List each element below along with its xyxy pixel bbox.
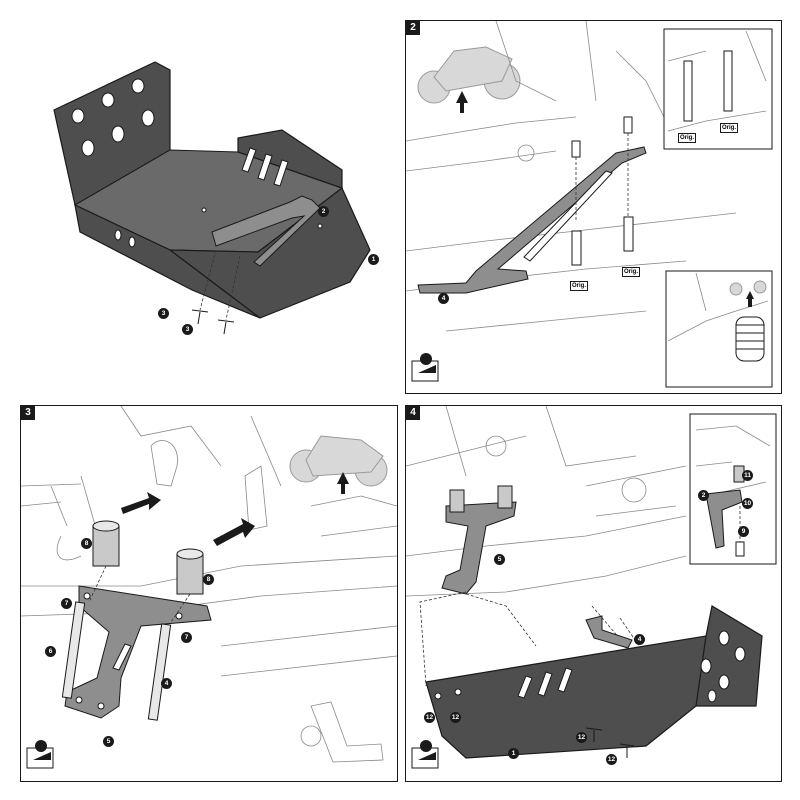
- callout-3: 3: [158, 308, 169, 319]
- callout-7-right: 7: [181, 632, 192, 643]
- orig-label-inset-right: Orig.: [720, 123, 739, 133]
- callout-12-mid: 12: [450, 712, 461, 723]
- orig-label-bolt-right: Orig.: [622, 267, 641, 277]
- callout-12-bottom-b: 12: [606, 754, 617, 765]
- callout-1: 1: [508, 748, 519, 759]
- callout-8-left: 8: [81, 538, 92, 549]
- callout-1: 1: [368, 254, 379, 265]
- callout-12-left: 12: [424, 712, 435, 723]
- step-number: 4: [406, 406, 420, 420]
- callout-6: 6: [45, 646, 56, 657]
- skid-plate-diagram: [53, 61, 371, 335]
- motorcycle-silhouette-icon: [417, 46, 521, 113]
- skid-plate-install-diagram: [406, 406, 777, 769]
- workshop-icon: [411, 353, 439, 382]
- workshop-icon: [411, 740, 439, 769]
- callout-11: 11: [742, 470, 753, 481]
- callout-5: 5: [494, 554, 505, 565]
- orig-label-inset-left: Orig.: [678, 133, 697, 143]
- callout-2: 2: [318, 206, 329, 217]
- callout-2: 2: [698, 490, 709, 501]
- callout-9: 9: [738, 526, 749, 537]
- step-number: 3: [21, 406, 35, 420]
- callout-3b: 3: [182, 324, 193, 335]
- callout-10: 10: [742, 498, 753, 509]
- panel-step-1: 1 2 3 3: [20, 20, 398, 390]
- panel-step-4: 4: [405, 405, 782, 782]
- callout-4: 4: [634, 634, 645, 645]
- workshop-icon: [26, 740, 54, 769]
- panel-step-2: 2: [405, 20, 782, 394]
- callout-8-right: 8: [203, 574, 214, 585]
- callout-4: 4: [438, 293, 449, 304]
- panel-step-3: 3: [20, 405, 398, 782]
- callout-7-left: 7: [61, 598, 72, 609]
- spacer-assembly-diagram: [21, 406, 397, 769]
- callout-4: 4: [161, 678, 172, 689]
- callout-5: 5: [103, 736, 114, 747]
- frame-bracket-diagram: [406, 21, 773, 388]
- callout-12-bottom-a: 12: [576, 732, 587, 743]
- step-number: 2: [406, 21, 420, 35]
- orig-label-bolt-left: Orig.: [570, 281, 589, 291]
- motorcycle-silhouette-icon: [289, 435, 388, 494]
